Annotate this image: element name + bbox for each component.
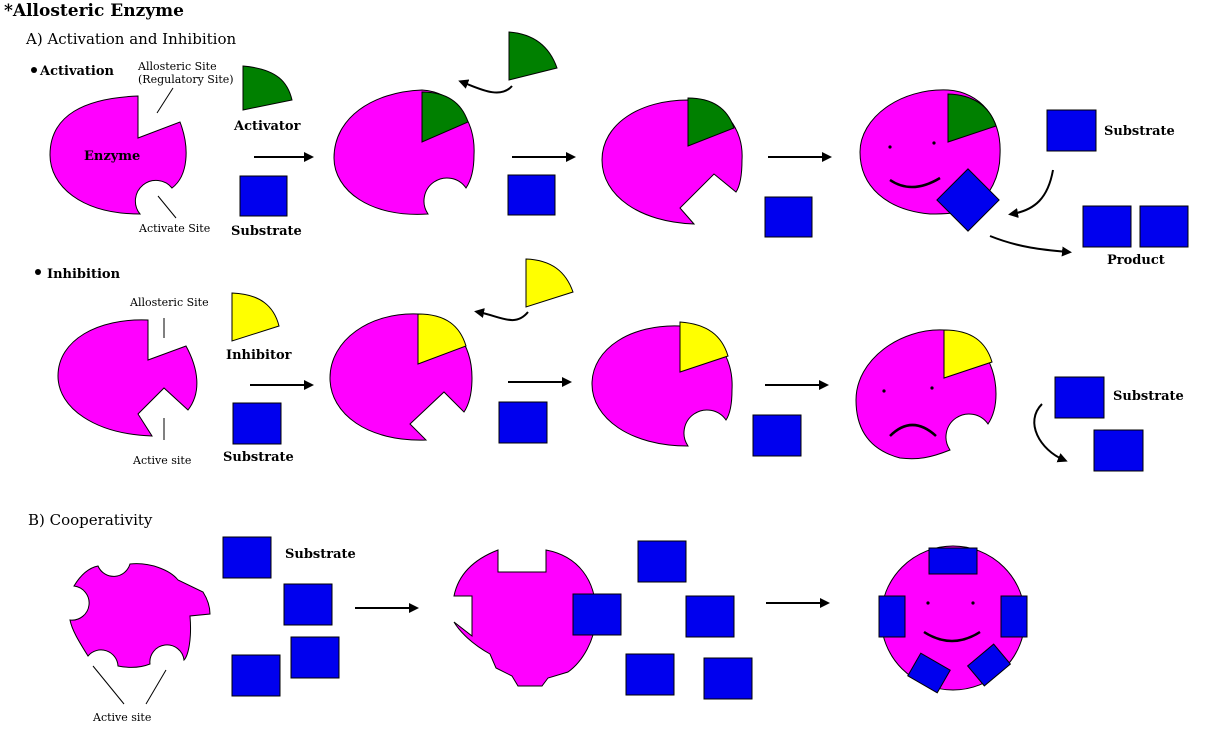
activator-shape: [508, 31, 558, 81]
substrate-cube: [752, 414, 802, 457]
active-site-pointer: [157, 195, 177, 219]
section-b-title: B) Cooperativity: [28, 511, 153, 529]
substrate-cube: [222, 536, 272, 579]
face-eye: [882, 389, 886, 393]
substrate-cube: [232, 402, 282, 445]
face-eye: [930, 386, 934, 390]
substrate-cube: [1054, 376, 1105, 419]
product-cube: [1082, 205, 1132, 248]
enzyme-label: Enzyme: [84, 149, 140, 164]
substrate-cube: [1093, 429, 1144, 472]
substrate-right-label: Substrate: [1113, 389, 1184, 404]
activation-row: Activation Enzyme Allosteric Site (Regul…: [31, 31, 1189, 268]
allosteric-site-label: Allosteric Site: [137, 60, 217, 73]
bound-substrate-cube: [907, 652, 951, 694]
inhibitor-shape: [231, 292, 280, 342]
activator-shape: [242, 65, 293, 111]
enzyme-shape: [453, 549, 597, 687]
active-site-label: Active site: [132, 454, 191, 467]
bound-substrate-cube: [878, 595, 906, 638]
activator-shape: [421, 91, 469, 143]
product-cube: [1139, 205, 1189, 248]
substrate-cube: [507, 174, 556, 216]
active-site-pointer: [92, 665, 125, 705]
curved-arrow-icon: [1033, 403, 1068, 463]
substrate-cube: [625, 653, 675, 696]
activator-shape: [947, 93, 997, 143]
bullet-icon: [35, 269, 41, 275]
substrate-cube: [290, 636, 340, 679]
enzyme-shape: [69, 563, 211, 668]
curved-arrow-icon: [474, 308, 529, 322]
face-eye: [888, 145, 892, 149]
frown-icon: [889, 423, 937, 437]
bound-substrate-cube: [936, 168, 1000, 232]
substrate-right-label: Substrate: [1104, 124, 1175, 139]
curved-arrow-icon: [1008, 169, 1054, 218]
product-label: Product: [1107, 253, 1165, 268]
activate-site-label: Activate Site: [138, 222, 210, 235]
substrate-cube: [1046, 109, 1097, 152]
face-eye: [926, 601, 930, 605]
enzyme-shape: [49, 95, 187, 215]
curved-arrow-icon: [458, 79, 513, 94]
substrate-cube: [637, 540, 687, 583]
inhibitor-shape: [679, 321, 729, 373]
activation-heading: Activation: [39, 64, 115, 79]
smile-icon: [923, 630, 981, 643]
face-eye: [971, 601, 975, 605]
allosteric-site-label: Allosteric Site: [129, 296, 209, 309]
bound-substrate-cube: [966, 643, 1012, 687]
substrate-cube: [703, 657, 753, 700]
substrate-cube: [764, 196, 813, 238]
substrate-label: Substrate: [223, 450, 294, 465]
active-site-pointer: [145, 669, 167, 705]
bound-substrate-cube: [1000, 595, 1028, 638]
diagram-title: *Allosteric Enzyme: [4, 1, 184, 21]
substrate-label: Substrate: [285, 547, 356, 562]
face-eye: [932, 141, 936, 145]
regulatory-site-label: (Regulatory Site): [138, 73, 234, 86]
inhibitor-shape: [525, 258, 574, 308]
substrate-cube: [283, 583, 333, 626]
bullet-icon: [31, 67, 37, 73]
substrate-cube: [231, 654, 281, 697]
substrate-label: Substrate: [231, 224, 302, 239]
inhibition-heading: Inhibition: [47, 267, 121, 282]
activator-shape: [687, 97, 735, 147]
allosteric-site-pointer: [156, 87, 174, 114]
inhibition-row: Inhibition Allosteric Site Active site I…: [35, 258, 1184, 472]
section-a-title: A) Activation and Inhibition: [25, 30, 236, 48]
substrate-cube: [685, 595, 735, 638]
cooperativity-row: Active site Substrate: [69, 536, 1028, 724]
substrate-cube: [498, 401, 548, 444]
inhibitor-label: Inhibitor: [226, 348, 292, 363]
curved-arrow-icon: [989, 235, 1072, 257]
bound-substrate-cube: [928, 547, 978, 575]
inhibitor-shape: [943, 329, 993, 379]
inhibitor-shape: [417, 313, 467, 365]
substrate-cube: [572, 593, 622, 636]
activator-label: Activator: [233, 119, 301, 134]
active-site-label: Active site: [92, 711, 151, 724]
smile-icon: [889, 176, 941, 189]
enzyme-shape: [57, 319, 198, 437]
substrate-cube: [239, 175, 288, 217]
